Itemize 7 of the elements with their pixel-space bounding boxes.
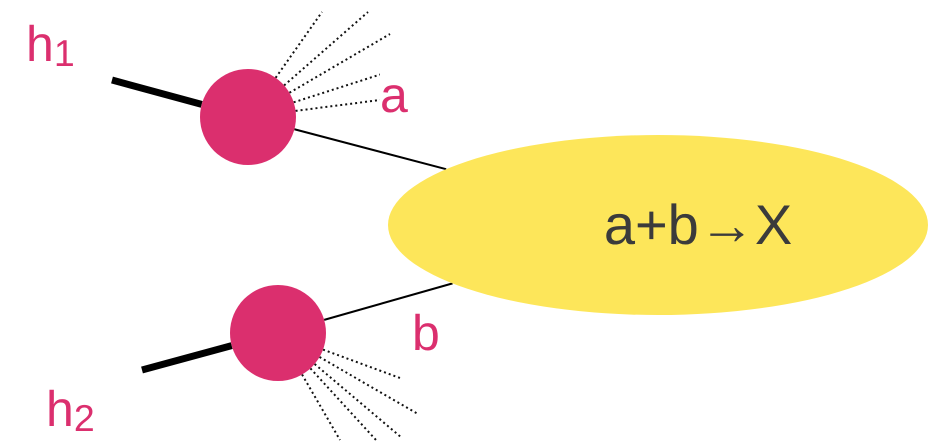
line (294, 128, 446, 170)
thick-line (141, 342, 233, 374)
particle-label: h$_{1}$ (26, 8, 112, 80)
process-text: a+b→X (602, 197, 792, 253)
particle-label: h$_{2}$ (46, 374, 142, 444)
line (324, 282, 453, 321)
thick-line (111, 76, 203, 108)
